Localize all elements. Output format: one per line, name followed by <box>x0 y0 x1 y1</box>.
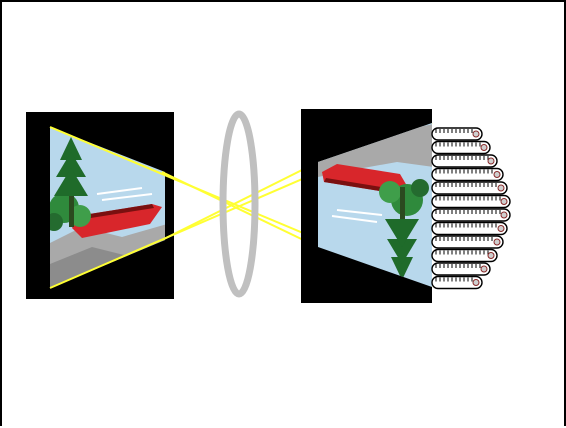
ray-inner-top <box>161 171 319 248</box>
receptor-rod <box>431 248 498 263</box>
receptor-rod <box>431 167 504 182</box>
receptor-rod <box>431 235 504 249</box>
image-scene <box>318 124 432 280</box>
tree-crown-inverted <box>385 219 419 247</box>
tree-crown <box>56 152 86 177</box>
ray-inner-bottom <box>161 161 319 241</box>
tree-crown <box>60 137 82 160</box>
water-lines-inverted <box>331 209 383 223</box>
tree-crown-inverted <box>387 239 417 264</box>
rock-inverted <box>318 124 432 177</box>
tree-crown <box>54 168 88 196</box>
receptor-rod <box>431 262 491 276</box>
bush <box>50 213 63 231</box>
canoe <box>72 204 162 238</box>
receptor-rod <box>431 194 511 209</box>
receptor-rods <box>431 127 511 290</box>
receptor-rod <box>431 208 511 222</box>
object-picture <box>26 112 174 299</box>
receptor-rod <box>431 221 508 236</box>
water-lines <box>96 187 153 201</box>
bush-inverted <box>379 181 401 203</box>
canoe-edge <box>77 204 154 220</box>
bush-inverted <box>411 179 429 197</box>
receptor-rod <box>431 140 491 155</box>
projected-image <box>301 109 432 303</box>
receptor-rod <box>431 127 483 141</box>
converging-lens <box>219 110 259 298</box>
receptor-rod <box>431 275 483 290</box>
receptor-rod <box>431 154 498 168</box>
tree-crown-inverted <box>391 257 413 280</box>
bush <box>69 205 91 227</box>
receptor-rod <box>431 181 508 195</box>
